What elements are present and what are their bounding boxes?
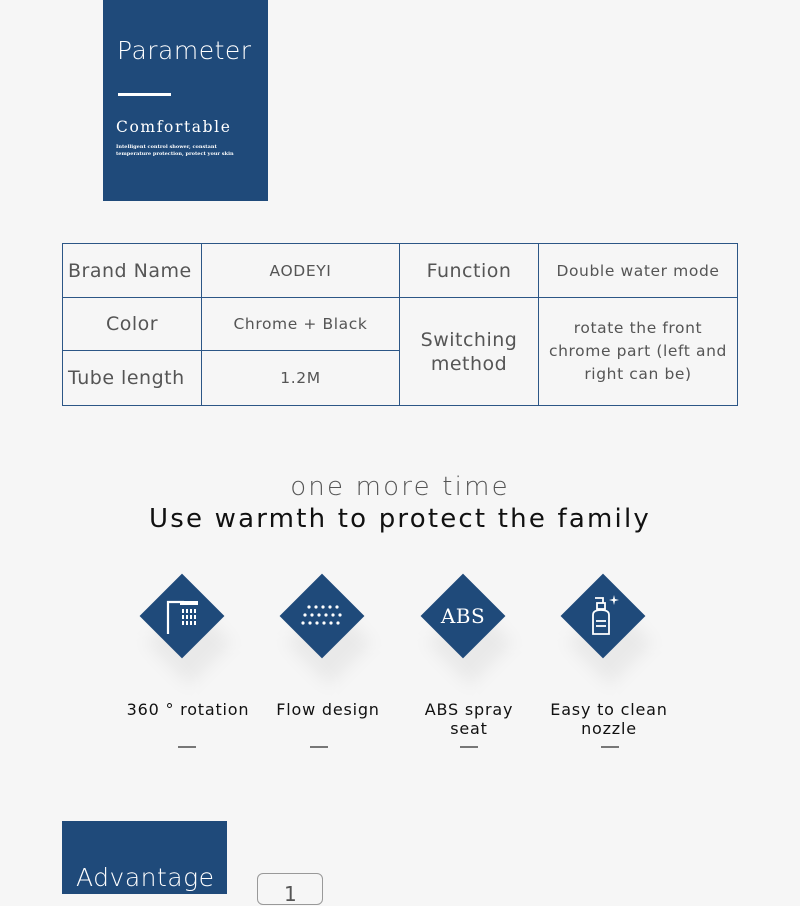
feature-divider bbox=[310, 746, 328, 748]
feature-label: Easy to clean nozzle bbox=[550, 700, 668, 738]
parameter-title: Parameter bbox=[117, 36, 252, 65]
slogan-line-2: Use warmth to protect the family bbox=[149, 504, 651, 534]
title-underline bbox=[118, 93, 171, 96]
advantage-title: Advantage bbox=[76, 863, 215, 892]
parameter-header: Parameter Comfortable Intelligent contro… bbox=[103, 0, 268, 201]
shower-head-icon bbox=[149, 583, 215, 649]
tube-length-label: Tube length bbox=[62, 350, 202, 406]
tube-length-value: 1.2M bbox=[201, 350, 400, 406]
spec-table: Brand Name AODEYI Function Double water … bbox=[62, 243, 738, 406]
brand-name-value: AODEYI bbox=[201, 243, 400, 298]
feature-divider bbox=[601, 746, 619, 748]
feature-label: ABS spray seat bbox=[424, 700, 514, 738]
feature-label: Flow design bbox=[276, 700, 380, 719]
switching-method-value: rotate the front chrome part (left and r… bbox=[538, 297, 738, 406]
brand-name-label: Brand Name bbox=[62, 243, 202, 298]
feature-label: 360 ° rotation bbox=[126, 700, 250, 719]
advantage-number-box: 1 bbox=[257, 873, 323, 906]
feature-divider bbox=[460, 746, 478, 748]
switching-method-label: Switching method bbox=[399, 297, 539, 406]
abs-text-icon: ABS bbox=[440, 604, 486, 628]
advantage-number: 1 bbox=[284, 882, 297, 906]
parameter-subtitle: Comfortable bbox=[116, 118, 232, 136]
color-value: Chrome + Black bbox=[201, 297, 400, 351]
advantage-header: Advantage bbox=[62, 821, 227, 894]
spray-dots-icon bbox=[289, 583, 355, 649]
function-value: Double water mode bbox=[538, 243, 738, 298]
soap-bottle-icon bbox=[570, 583, 636, 649]
feature-divider bbox=[178, 746, 196, 748]
function-label: Function bbox=[399, 243, 539, 298]
slogan-line-1: one more time bbox=[290, 472, 510, 502]
parameter-description: Intelligent control shower, constant tem… bbox=[116, 144, 234, 157]
color-label: Color bbox=[62, 297, 202, 351]
